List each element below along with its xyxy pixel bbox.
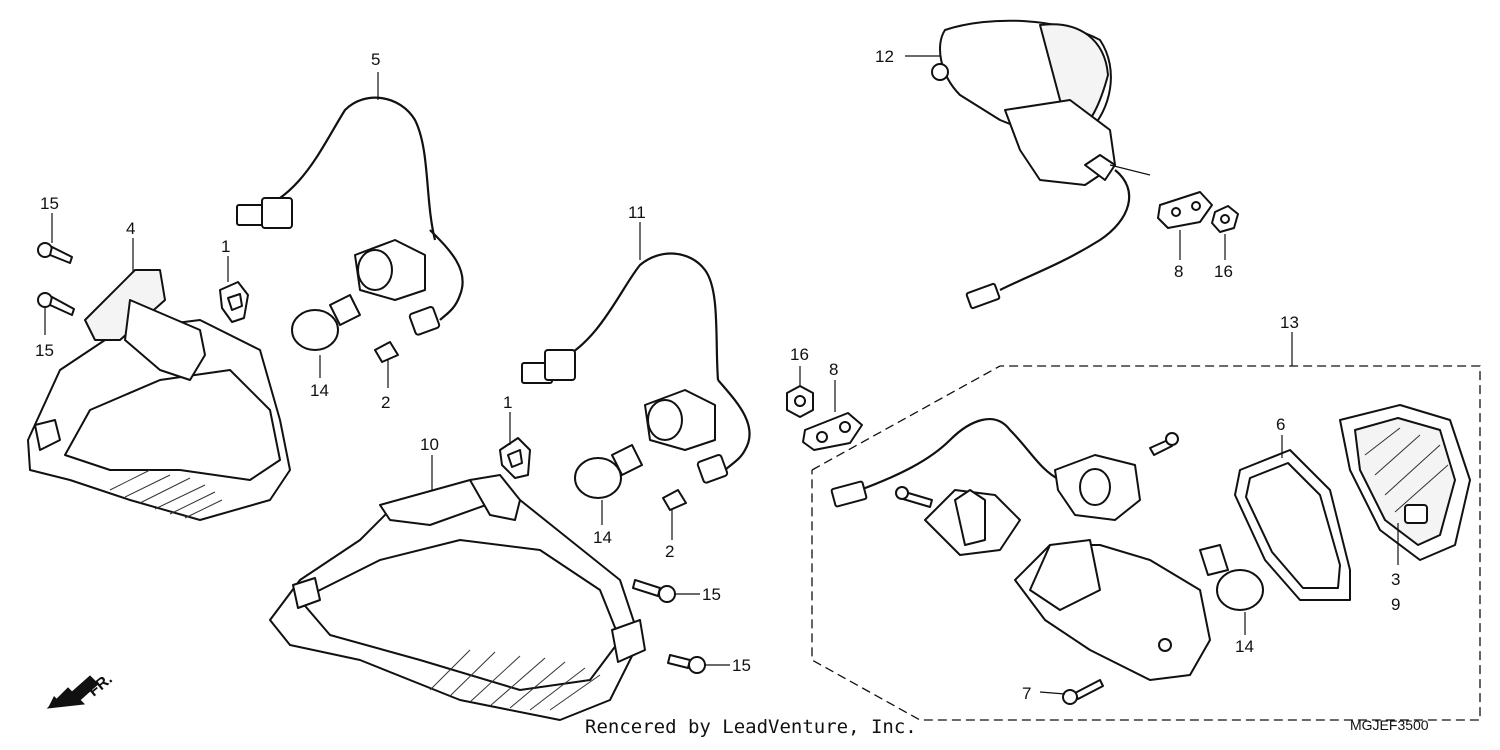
wire-harness-11 xyxy=(521,252,751,484)
left-winker-housing xyxy=(27,269,291,521)
right-winker-housing-10 xyxy=(269,474,646,721)
callout-7: 7 xyxy=(1022,684,1031,703)
screw-15-center-upper xyxy=(632,579,676,603)
wire-harness-5 xyxy=(236,96,464,336)
screw-15-center-lower xyxy=(667,654,706,674)
diagram-code: MGJEF3500 xyxy=(1350,717,1429,733)
screw-15-lower-left xyxy=(37,292,75,316)
callout-1-left: 1 xyxy=(221,237,230,256)
callout-2-left: 2 xyxy=(381,393,390,412)
callout-14-right: 14 xyxy=(1235,637,1254,656)
leader-lines xyxy=(44,55,1399,695)
callout-2-center: 2 xyxy=(665,542,674,561)
callout-10: 10 xyxy=(420,435,439,454)
callout-16-top: 16 xyxy=(1214,262,1233,281)
callout-8-mid: 8 xyxy=(829,360,838,379)
clip-1-left xyxy=(219,281,249,323)
front-direction-arrow: FR. xyxy=(46,671,116,709)
nut-16-top xyxy=(1211,205,1239,233)
callout-4: 4 xyxy=(126,219,135,238)
callout-labels: 5 1 4 15 15 14 2 11 1 10 14 2 15 15 12 8… xyxy=(35,47,1400,703)
callout-13: 13 xyxy=(1280,313,1299,332)
callout-6: 6 xyxy=(1276,415,1285,434)
bulb-14-left xyxy=(291,294,361,351)
arrow-down-left-icon xyxy=(46,675,99,709)
callout-15-center-upper: 15 xyxy=(702,585,721,604)
small-bulb-2-center xyxy=(662,489,687,511)
screw-15-upper-left xyxy=(37,242,73,264)
watermark-text: Rencered by LeadVenture, Inc. xyxy=(585,716,917,738)
callout-14-left: 14 xyxy=(310,381,329,400)
callout-12: 12 xyxy=(875,47,894,66)
washer-8-mid xyxy=(802,412,863,451)
callout-15-lower-left: 15 xyxy=(35,341,54,360)
callout-8-top: 8 xyxy=(1174,262,1183,281)
winker-assembly-13-boundary xyxy=(811,365,1481,721)
callout-16-mid: 16 xyxy=(790,345,809,364)
callout-14-center: 14 xyxy=(593,528,612,547)
callout-5: 5 xyxy=(371,50,380,69)
small-bulb-2-left xyxy=(374,341,399,363)
front-label: FR. xyxy=(85,671,116,701)
clip-1-center xyxy=(499,437,531,479)
callout-15-upper-left: 15 xyxy=(40,194,59,213)
winker-assembly-12 xyxy=(931,19,1151,310)
callout-1-center: 1 xyxy=(503,393,512,412)
callout-9: 9 xyxy=(1391,595,1400,614)
nut-16-mid xyxy=(786,385,814,418)
callout-11: 11 xyxy=(628,203,646,222)
callout-15-center-lower: 15 xyxy=(732,656,751,675)
bulb-14-center xyxy=(574,444,643,499)
winker-components-13 xyxy=(830,404,1471,705)
callout-3: 3 xyxy=(1391,570,1400,589)
washer-8-top xyxy=(1157,191,1213,229)
